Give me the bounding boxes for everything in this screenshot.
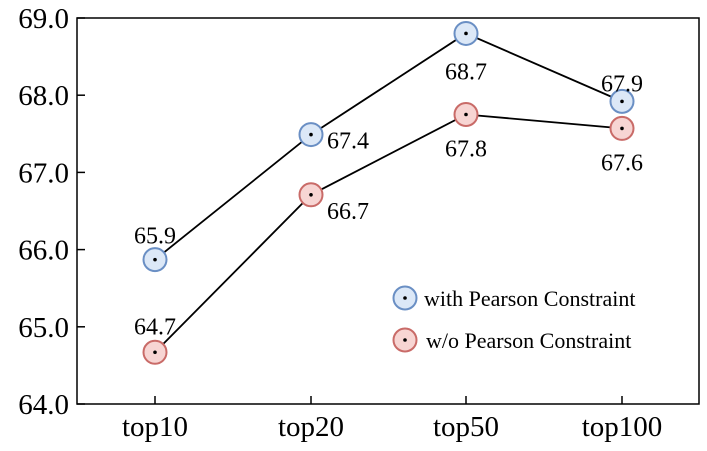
data-label: 64.7 <box>134 314 176 340</box>
plot-area-frame <box>76 17 700 405</box>
x-axis: top10 top20 top50 top100 <box>122 396 662 443</box>
data-point-center <box>464 112 468 117</box>
data-label: 68.7 <box>445 59 487 85</box>
legend-marker-center <box>403 296 407 300</box>
y-tick-label: 65.0 <box>18 312 69 344</box>
data-label: 67.8 <box>445 137 487 163</box>
series-line <box>154 113 623 353</box>
data-point-center <box>464 31 468 36</box>
x-tick-label: top100 <box>582 411 663 443</box>
data-point-center <box>153 350 157 355</box>
x-tick-label: top20 <box>278 411 344 443</box>
data-point-center <box>620 99 624 104</box>
y-tick-label: 68.0 <box>18 80 69 112</box>
data-point-center <box>309 192 313 197</box>
y-tick-label: 66.0 <box>18 235 69 267</box>
y-axis: 64.0 65.0 66.0 67.0 68.0 69.0 <box>18 3 85 421</box>
series-without-pearson: 64.7 66.7 67.8 67.6 <box>134 102 643 365</box>
x-tick-label: top10 <box>122 411 188 443</box>
data-label: 66.7 <box>327 199 369 225</box>
legend-label: w/o Pearson Constraint <box>426 328 631 353</box>
legend-label: with Pearson Constraint <box>424 286 635 311</box>
data-label: 67.9 <box>601 71 643 97</box>
legend: with Pearson Constraint w/o Pearson Const… <box>392 285 635 353</box>
legend-marker-center <box>403 338 407 342</box>
data-point-center <box>153 257 157 262</box>
series-layer: 65.9 67.4 68.7 67.9 64.7 66.7 67.8 67.6 <box>134 20 643 365</box>
series-line <box>154 32 623 261</box>
data-point-center <box>620 126 624 131</box>
data-point-center <box>309 132 313 137</box>
legend-item: w/o Pearson Constraint <box>392 327 631 353</box>
y-tick-label: 69.0 <box>18 3 69 35</box>
series-with-pearson: 65.9 67.4 68.7 67.9 <box>134 20 643 273</box>
y-tick-label: 67.0 <box>18 157 69 189</box>
x-tick-label: top50 <box>433 411 499 443</box>
legend-item: with Pearson Constraint <box>392 285 635 311</box>
y-tick-label: 64.0 <box>18 389 69 421</box>
data-label: 65.9 <box>134 224 176 250</box>
data-label: 67.4 <box>327 129 369 155</box>
data-label: 67.6 <box>601 150 643 176</box>
